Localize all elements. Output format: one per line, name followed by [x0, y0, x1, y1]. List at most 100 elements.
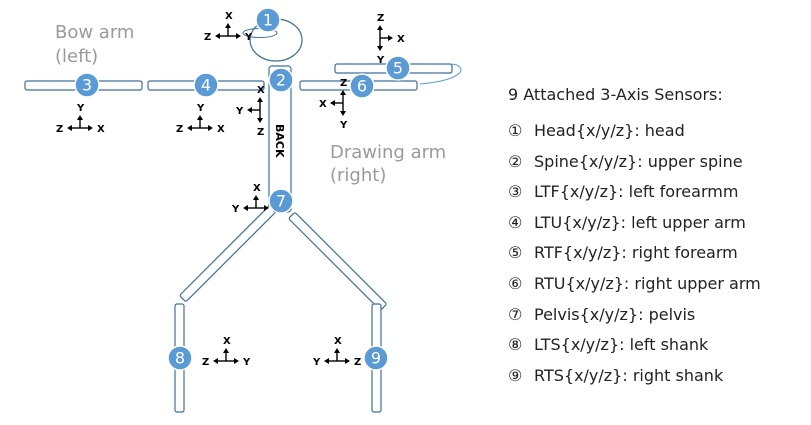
back-label: BACK	[273, 124, 286, 158]
left-thigh-segment	[179, 203, 278, 302]
axis-arrowhead-y	[247, 107, 252, 113]
legend-item-text: Head{x/y/z}: head	[534, 121, 685, 140]
axis-label-y: Y	[376, 55, 385, 66]
legend-item-text: Pelvis{x/y/z}: pelvis	[534, 304, 696, 324]
axis-arrowhead-x	[253, 195, 259, 200]
axis-label-z: Z	[202, 357, 209, 368]
axes-sensor-2: XYZ	[235, 85, 265, 138]
legend-item-number: ④	[508, 212, 523, 232]
axis-label-y: Y	[235, 106, 244, 117]
legend-item-text: LTU{x/y/z}: left upper arm	[534, 212, 746, 232]
legend-item: ③ LTF{x/y/z}: left forearmm	[508, 177, 808, 208]
right-thigh-segment	[288, 212, 387, 311]
legend-item-text: RTS{x/y/z}: right shank	[534, 365, 724, 385]
axis-arrowhead-y	[236, 33, 241, 39]
svg-text:7: 7	[276, 192, 286, 211]
axis-arrowhead-x	[225, 23, 231, 28]
axis-label-x: X	[97, 124, 105, 135]
axes-sensor-5: ZXY	[376, 13, 405, 66]
bow-arm-label: Bow arm	[55, 22, 134, 43]
axis-label-z: Z	[56, 124, 63, 135]
legend-item-number: ③	[508, 182, 523, 202]
axis-label-y: Y	[312, 357, 321, 368]
axis-label-x: X	[223, 336, 231, 347]
axis-label-z: Z	[340, 78, 347, 89]
svg-text:4: 4	[201, 76, 211, 95]
sensor-badge-1: 1	[255, 7, 281, 33]
axis-arrowhead-z	[213, 358, 218, 364]
legend-item-text: RTF{x/y/z}: right forearm	[534, 243, 738, 263]
axis-arrowhead-y	[243, 205, 248, 211]
bow-arm-side-label: (left)	[55, 46, 98, 67]
axis-label-x: X	[253, 183, 261, 194]
axis-label-x: X	[319, 99, 327, 110]
drawing-arm-side-label: (right)	[330, 165, 386, 186]
svg-text:2: 2	[276, 71, 286, 90]
sensor-badge-4: 4	[193, 72, 219, 98]
legend-item: ⑥ RTU{x/y/z}: right upper arm	[508, 269, 808, 300]
axes-sensor-8: X Z Y	[202, 336, 251, 368]
legend-item: ② Spine{x/y/z}: upper spine	[508, 147, 808, 178]
axes-sensor-6: X Z Y	[319, 78, 348, 131]
sensor-badge-3: 3	[74, 72, 100, 98]
axis-arrowhead-x	[208, 125, 213, 131]
axis-arrowhead-z	[67, 125, 72, 131]
axis-arrowhead-x	[257, 97, 263, 102]
axis-label-z: Z	[377, 13, 384, 24]
axis-arrowhead-x	[388, 35, 393, 41]
legend-item-number: ⑧	[508, 335, 523, 355]
axis-label-y: Y	[244, 32, 253, 43]
sensor-badge-2: 2	[268, 67, 294, 93]
axis-label-y: Y	[339, 120, 348, 131]
legend-item: ⑨ RTS{x/y/z}: right shank	[508, 361, 808, 392]
axis-label-z: Z	[204, 32, 211, 43]
axis-arrowhead-y	[377, 46, 383, 51]
axis-arrowhead-y	[197, 115, 203, 120]
axis-label-y: Y	[231, 204, 240, 215]
sensor-badges: 1 2 3 4 5 6 7 8 9	[74, 7, 411, 371]
sensor-badge-9: 9	[363, 345, 389, 371]
right-forearm-rotation-arc	[419, 63, 462, 85]
legend-item-text: Spine{x/y/z}: upper spine	[534, 151, 743, 171]
axis-arrowhead-z	[187, 125, 192, 131]
axis-arrowhead-x	[223, 348, 229, 353]
svg-text:5: 5	[393, 59, 403, 78]
axis-arrowhead-x	[330, 100, 335, 106]
legend-item-text: LTF{x/y/z}: left forearmm	[534, 182, 739, 202]
svg-text:6: 6	[357, 77, 367, 96]
drawing-arm-label: Drawing arm	[330, 142, 446, 163]
legend-item-number: ①	[508, 121, 523, 140]
axes-sensor-1: X Z Y	[204, 11, 253, 43]
axis-label-z: Z	[257, 127, 264, 138]
axis-arrowhead-y	[324, 358, 329, 364]
axis-arrowhead-y	[340, 111, 346, 116]
axis-arrowhead-z	[215, 33, 220, 39]
axis-arrowhead-z	[377, 25, 383, 30]
axis-arrowhead-z	[257, 118, 263, 123]
sensor-legend: 9 Attached 3-Axis Sensors: ① Head{x/y/z}:…	[508, 84, 808, 391]
axis-label-x: X	[225, 11, 233, 22]
svg-text:1: 1	[263, 11, 273, 30]
axis-label-y: Y	[196, 103, 205, 114]
axis-arrowhead-z	[345, 358, 350, 364]
legend-item-number: ②	[508, 151, 523, 171]
svg-text:9: 9	[371, 349, 381, 368]
legend-item-number: ⑥	[508, 273, 523, 293]
axis-label-y: Y	[242, 357, 251, 368]
sensor-badge-7: 7	[268, 188, 294, 214]
axis-label-x: X	[334, 336, 342, 347]
sensor-badge-6: 6	[349, 73, 375, 99]
sensor-badge-5: 5	[385, 55, 411, 81]
legend-item-text: LTS{x/y/z}: left shank	[534, 335, 709, 355]
legend-title: 9 Attached 3-Axis Sensors:	[508, 85, 723, 104]
axis-arrowhead-y	[77, 115, 83, 120]
legend-item-number: ⑨	[508, 365, 523, 385]
axis-arrowhead-x	[88, 125, 93, 131]
legend-item-text: RTU{x/y/z}: right upper arm	[534, 273, 761, 293]
axis-label-y: Y	[76, 103, 85, 114]
axis-arrowhead-z	[264, 205, 269, 211]
axes-sensor-3: Y Z X	[56, 103, 105, 135]
